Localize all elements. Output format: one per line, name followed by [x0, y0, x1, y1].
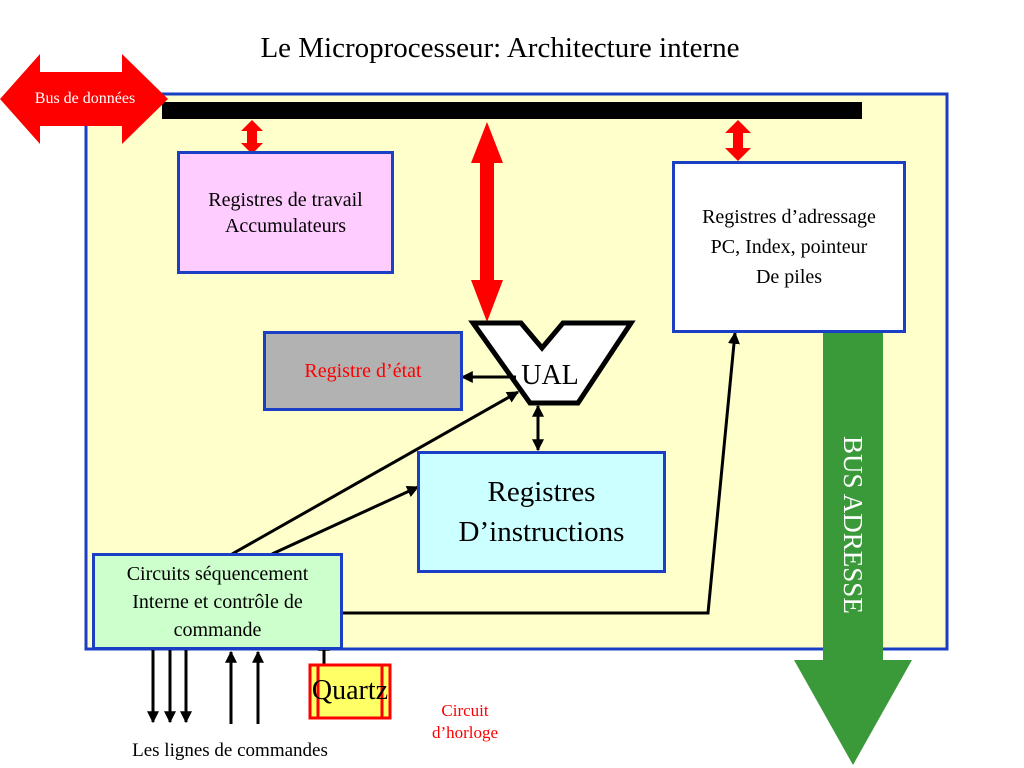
addressing-registers-box: Registres d’adressage PC, Index, pointeu… [672, 161, 906, 333]
alu-bus-arrow [471, 122, 503, 322]
internal-data-bus-bar [162, 102, 862, 119]
clock-circuit-label: Circuit d’horloge [415, 700, 515, 744]
instruction-registers-line2: D’instructions [458, 516, 625, 548]
alu-label: UAL [521, 360, 579, 391]
data-bus-arrow [0, 54, 168, 144]
quartz-label: Quartz [311, 675, 389, 706]
sequencer-line1: Circuits séquencement [126, 562, 309, 585]
command-lines-label: Les lignes de commandes [132, 740, 328, 761]
sequencer-line2: Interne et contrôle de [132, 590, 303, 613]
address-bus-arrow [794, 333, 912, 765]
addressing-registers-line2: PC, Index, pointeur [710, 236, 868, 258]
sequencer-instruction-link [271, 485, 420, 556]
status-register-box: Registre d’état [263, 331, 463, 411]
working-registers-box: Registres de travail Accumulateurs [177, 151, 394, 274]
alu-shape [468, 320, 636, 406]
address-bus-label: BUS ADRESSE [838, 436, 868, 614]
clock-circuit-line2: d’horloge [431, 723, 499, 742]
sequencer-box: Circuits séquencement Interne et contrôl… [92, 553, 343, 650]
page-title: Le Microprocesseur: Architecture interne [260, 32, 740, 64]
clock-circuit-line1: Circuit [441, 701, 489, 720]
sequencer-line3: commande [173, 618, 262, 641]
sequencer-addressing-link [343, 331, 740, 615]
sequencer-alu-link [231, 390, 520, 556]
instruction-registers-line1: Registres [487, 476, 596, 508]
instruction-registers-box: Registres D’instructions [417, 451, 666, 573]
working-registers-line2: Accumulateurs [224, 214, 347, 237]
addressing-registers-line3: De piles [755, 266, 823, 288]
addressing-registers-bus-arrow [725, 120, 751, 161]
quartz-box [308, 663, 392, 720]
working-registers-bus-arrow [241, 120, 263, 154]
working-registers-line1: Registres de travail [208, 188, 363, 211]
addressing-registers-line1: Registres d’adressage [702, 206, 876, 228]
status-register-label: Registre d’état [304, 359, 422, 382]
data-bus-label: Bus de données [34, 90, 136, 107]
